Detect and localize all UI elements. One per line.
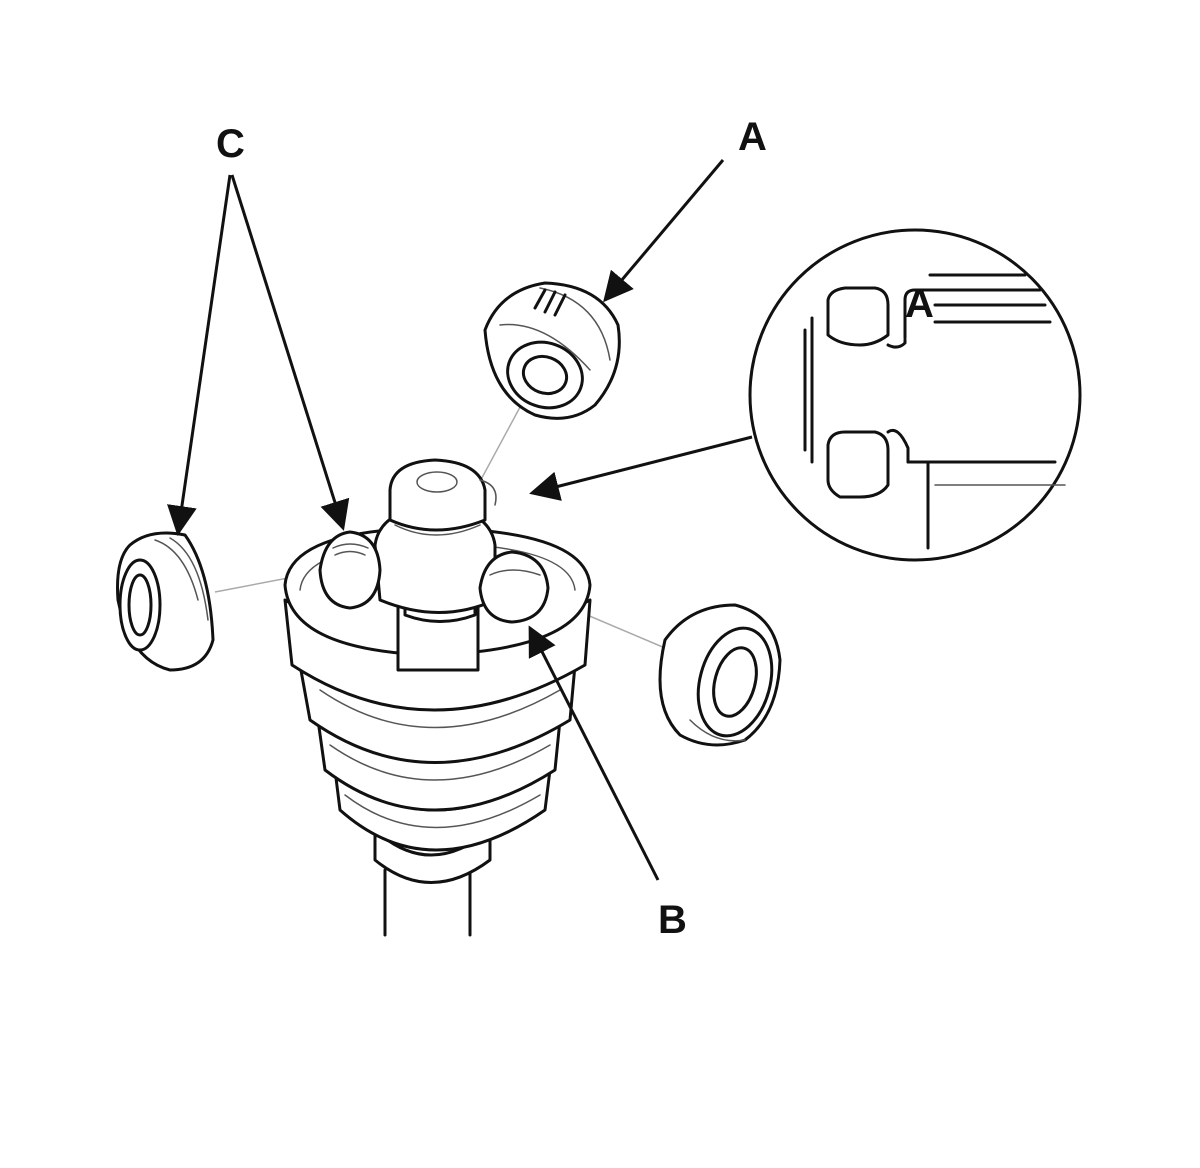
roller-left xyxy=(116,531,215,672)
label-b: B xyxy=(658,898,687,942)
roller-top xyxy=(483,281,621,420)
arrow-c-left xyxy=(167,174,232,536)
roller-right xyxy=(658,603,782,747)
pointer-arrows xyxy=(167,159,753,881)
detail-inset xyxy=(748,228,1082,562)
label-a: A xyxy=(738,115,767,159)
drive-shaft xyxy=(383,868,472,937)
tripod-spider xyxy=(373,458,497,672)
trunnion-ball-right xyxy=(478,550,550,624)
arrow-detail xyxy=(529,435,753,501)
label-a-detail: A xyxy=(905,282,934,326)
arrow-b xyxy=(528,625,660,881)
label-c: C xyxy=(216,122,245,166)
arrow-a xyxy=(603,159,725,303)
trunnion-ball-left xyxy=(318,530,382,610)
arrow-c-right xyxy=(230,174,350,531)
